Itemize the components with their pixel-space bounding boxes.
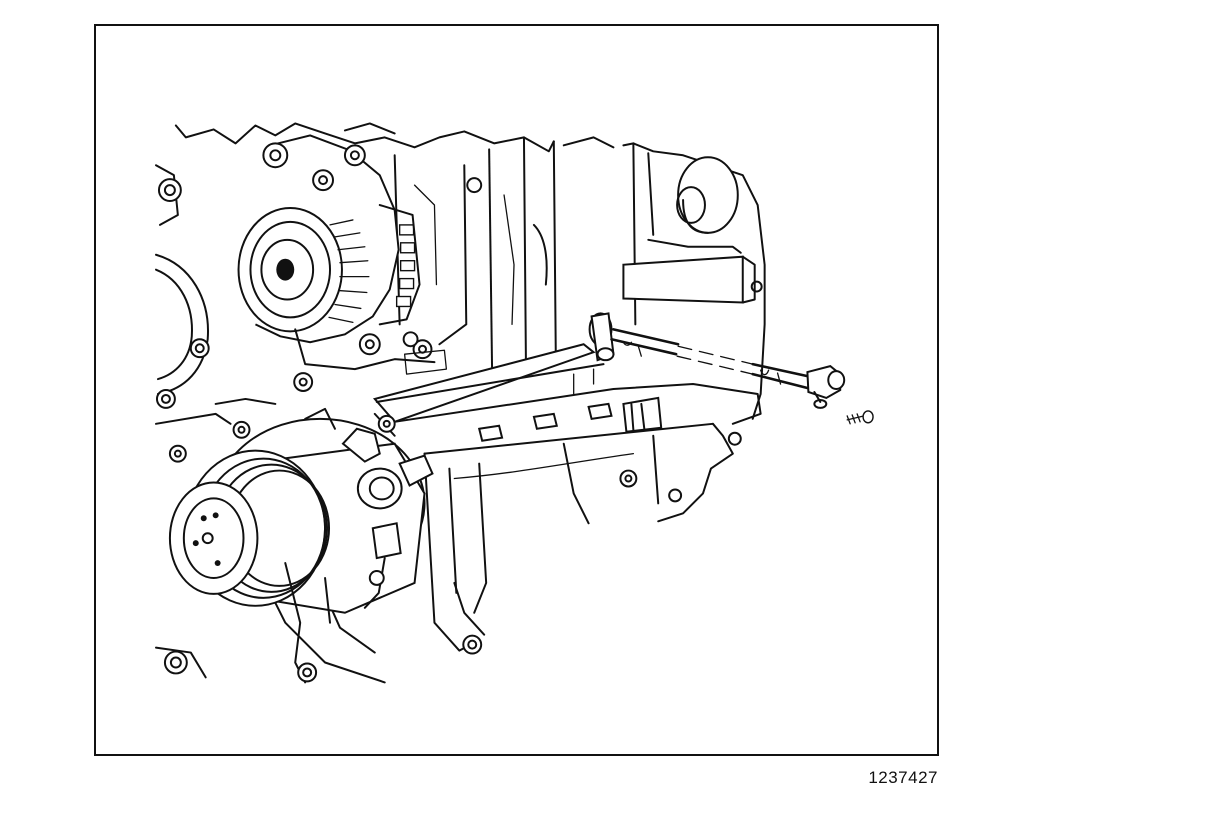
sensor-icon <box>588 312 846 409</box>
block-details <box>343 122 615 395</box>
figure-number: 1237427 <box>868 768 938 787</box>
oil-pan-icon <box>264 343 762 684</box>
alternator-icon <box>237 134 436 392</box>
timing-cover <box>622 142 766 420</box>
engine-block-upper <box>174 122 557 376</box>
ac-compressor-icon <box>154 417 434 684</box>
compressor-mount-bolts <box>214 397 396 439</box>
figure-frame <box>94 24 939 756</box>
engine-block-illustration-icon <box>154 122 874 684</box>
crank-pulley <box>154 164 232 463</box>
bolt-icon <box>846 410 874 425</box>
